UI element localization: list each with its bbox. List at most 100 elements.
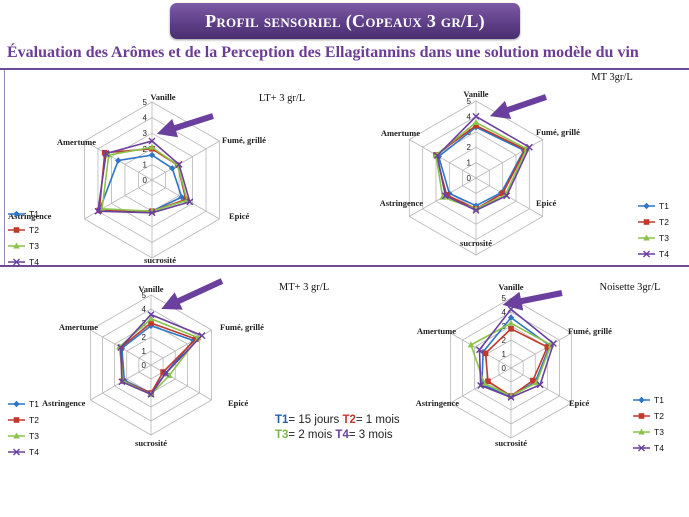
legend-marker — [13, 242, 20, 249]
axis-label: Fumé, grillé — [568, 326, 612, 336]
axis-label: Epicé — [536, 198, 557, 208]
axis-label: Vanille — [498, 282, 523, 292]
axis-label: Fumé, grillé — [220, 322, 264, 332]
tick-label: 4 — [142, 305, 147, 314]
tick-label: 1 — [142, 347, 147, 356]
tick-label: 5 — [467, 97, 472, 106]
chart-title: LT+ 3 gr/L — [259, 93, 305, 104]
legend-entry: T4 — [633, 443, 664, 453]
legend-label: T1 — [29, 209, 39, 219]
axis-label: Fumé, grillé — [222, 135, 266, 145]
data-point — [475, 346, 483, 354]
legend-entry: T3 — [638, 233, 669, 243]
data-point — [477, 382, 485, 389]
legend-marker — [13, 417, 20, 423]
data-point — [441, 192, 449, 200]
tick-label: 2 — [142, 333, 147, 342]
axis-label: Fumé, grillé — [536, 127, 580, 137]
axis-label: sucrosité — [135, 438, 167, 448]
note-t1-label: T1 — [275, 414, 289, 426]
data-point — [503, 192, 511, 200]
note-t2-text: = 1 mois — [355, 414, 400, 426]
data-point — [549, 340, 557, 347]
data-point — [198, 332, 206, 340]
legend-label: T4 — [29, 447, 39, 457]
highlight-arrow — [156, 113, 214, 138]
tick-label: 1 — [467, 159, 472, 168]
legend-entry: T1 — [633, 395, 664, 405]
legend-label: T3 — [29, 241, 39, 251]
data-point — [472, 119, 480, 126]
note-t3-label: T3 — [275, 429, 289, 441]
data-point — [499, 190, 506, 197]
legend-marker — [13, 210, 20, 218]
data-point — [117, 344, 125, 351]
legend-marker — [643, 234, 650, 241]
axis-label: Vanille — [150, 92, 175, 102]
legend-label: T1 — [659, 201, 669, 211]
legend-label: T2 — [29, 415, 39, 425]
data-point — [507, 314, 515, 321]
legend-entry: T2 — [8, 415, 39, 425]
legend-marker — [638, 413, 645, 419]
data-point — [439, 193, 446, 200]
grid-spoke — [475, 139, 543, 179]
chart-title: MT+ 3 gr/L — [279, 282, 329, 293]
data-point — [508, 326, 514, 332]
legend-entry: T4 — [8, 257, 39, 267]
data-point — [115, 157, 122, 164]
legend-entry: T3 — [633, 427, 664, 437]
tick-label: 3 — [143, 129, 148, 138]
legend-entry: T1 — [8, 399, 39, 409]
data-point — [147, 390, 155, 398]
legend-marker — [13, 448, 20, 456]
legend-label: T3 — [29, 431, 39, 441]
data-point — [186, 198, 194, 206]
data-point — [165, 372, 173, 378]
data-point — [472, 206, 480, 214]
tick-label: 1 — [502, 350, 507, 359]
grid-spoke — [475, 177, 543, 217]
data-point — [148, 209, 156, 217]
legend-marker — [643, 219, 650, 225]
legend-label: T1 — [29, 399, 39, 409]
legend-entry: T1 — [638, 201, 669, 211]
period-legend-note: T1= 15 jours T2= 1 mois T3= 2 mois T4= 3… — [275, 413, 400, 443]
legend-marker — [643, 250, 650, 258]
data-point — [102, 149, 110, 157]
data-point — [118, 378, 126, 386]
data-point — [160, 369, 166, 375]
highlight-arrow — [502, 290, 563, 311]
data-point — [544, 344, 551, 350]
data-point — [169, 165, 176, 172]
legend-entry: T3 — [8, 431, 39, 441]
data-point — [147, 315, 155, 322]
legend-label: T2 — [29, 225, 39, 235]
axis-label: Amertume — [59, 322, 98, 332]
tick-label: 0 — [142, 361, 147, 370]
legend-marker — [13, 227, 20, 233]
tick-label: 5 — [143, 98, 148, 107]
legend-label: T4 — [654, 443, 664, 453]
data-point — [507, 393, 515, 401]
data-point — [148, 143, 156, 150]
note-t3-text: = 2 mois — [288, 429, 333, 441]
data-point — [105, 151, 113, 158]
title-banner: Profil sensoriel (Copeaux 3 gr/L) — [170, 3, 520, 39]
data-point — [148, 137, 156, 145]
divider-middle — [0, 265, 689, 267]
tick-label: 0 — [502, 364, 507, 373]
legend-entry: T2 — [633, 411, 664, 421]
page-title: Profil sensoriel (Copeaux 3 gr/L) — [205, 10, 485, 31]
axis-label: Astringence — [8, 211, 52, 221]
chart-title: Noisette 3gr/L — [600, 282, 661, 293]
grid-spoke — [409, 139, 477, 179]
axis-label: Epicé — [569, 398, 590, 408]
axis-label: sucrosité — [144, 255, 176, 265]
data-point — [175, 160, 183, 168]
data-point — [485, 378, 491, 385]
data-point — [472, 112, 480, 120]
